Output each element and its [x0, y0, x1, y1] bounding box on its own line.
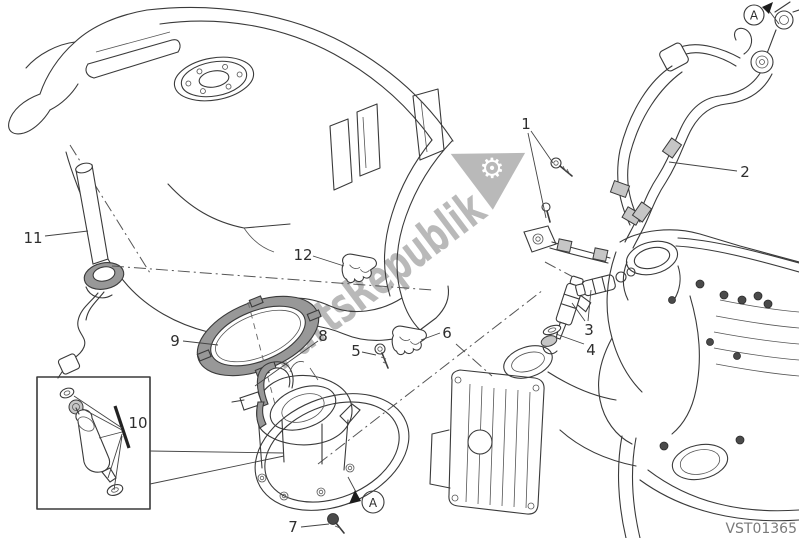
fuel-filler-ring — [173, 56, 255, 102]
screw — [550, 157, 573, 177]
hose-guide-bracket — [391, 325, 427, 356]
drawing-code: VST01365 — [725, 521, 797, 537]
view-marker-label: A — [369, 496, 378, 510]
screw — [374, 343, 389, 369]
callout-5: 5 — [351, 342, 361, 360]
callout-2: 2 — [740, 163, 750, 181]
callout-8: 8 — [318, 327, 328, 345]
callout-12: 12 — [293, 246, 312, 264]
view-marker-label: A — [750, 9, 759, 23]
fuel-hose — [609, 1, 799, 249]
callout-1: 1 — [521, 115, 531, 133]
injector-seals — [540, 324, 562, 355]
callouts: 1 2 3 4 5 6 7 8 9 10 11 12 — [23, 115, 749, 536]
view-arrow-icon — [349, 490, 361, 504]
pressure-fitting — [523, 157, 611, 264]
screw — [327, 513, 345, 534]
fuel-pump-assembly — [231, 289, 544, 511]
callout-10-bar — [113, 405, 131, 449]
detail-view-marker-top: A — [743, 2, 780, 26]
pump-flange-gasket — [196, 295, 322, 409]
detail-box-fuel-filter — [36, 376, 285, 510]
view-arrow-icon — [762, 2, 773, 14]
callout-10: 10 — [128, 414, 147, 432]
hose-flange-fitting — [750, 1, 799, 74]
fuel-filter — [59, 387, 124, 496]
callout-3: 3 — [584, 321, 594, 339]
callout-11: 11 — [23, 229, 42, 247]
fuel-injectors — [540, 261, 636, 355]
callout-4: 4 — [586, 341, 596, 359]
leader-lines — [44, 130, 738, 528]
engine — [429, 229, 799, 538]
fuel-level-sensor — [57, 144, 151, 379]
callout-7: 7 — [288, 518, 298, 536]
callout-9: 9 — [170, 332, 180, 350]
hose-guide-bracket — [341, 253, 377, 284]
callout-6: 6 — [442, 324, 452, 342]
watermark-flag — [450, 152, 526, 210]
detail-view-marker-bottom: A — [347, 476, 385, 514]
